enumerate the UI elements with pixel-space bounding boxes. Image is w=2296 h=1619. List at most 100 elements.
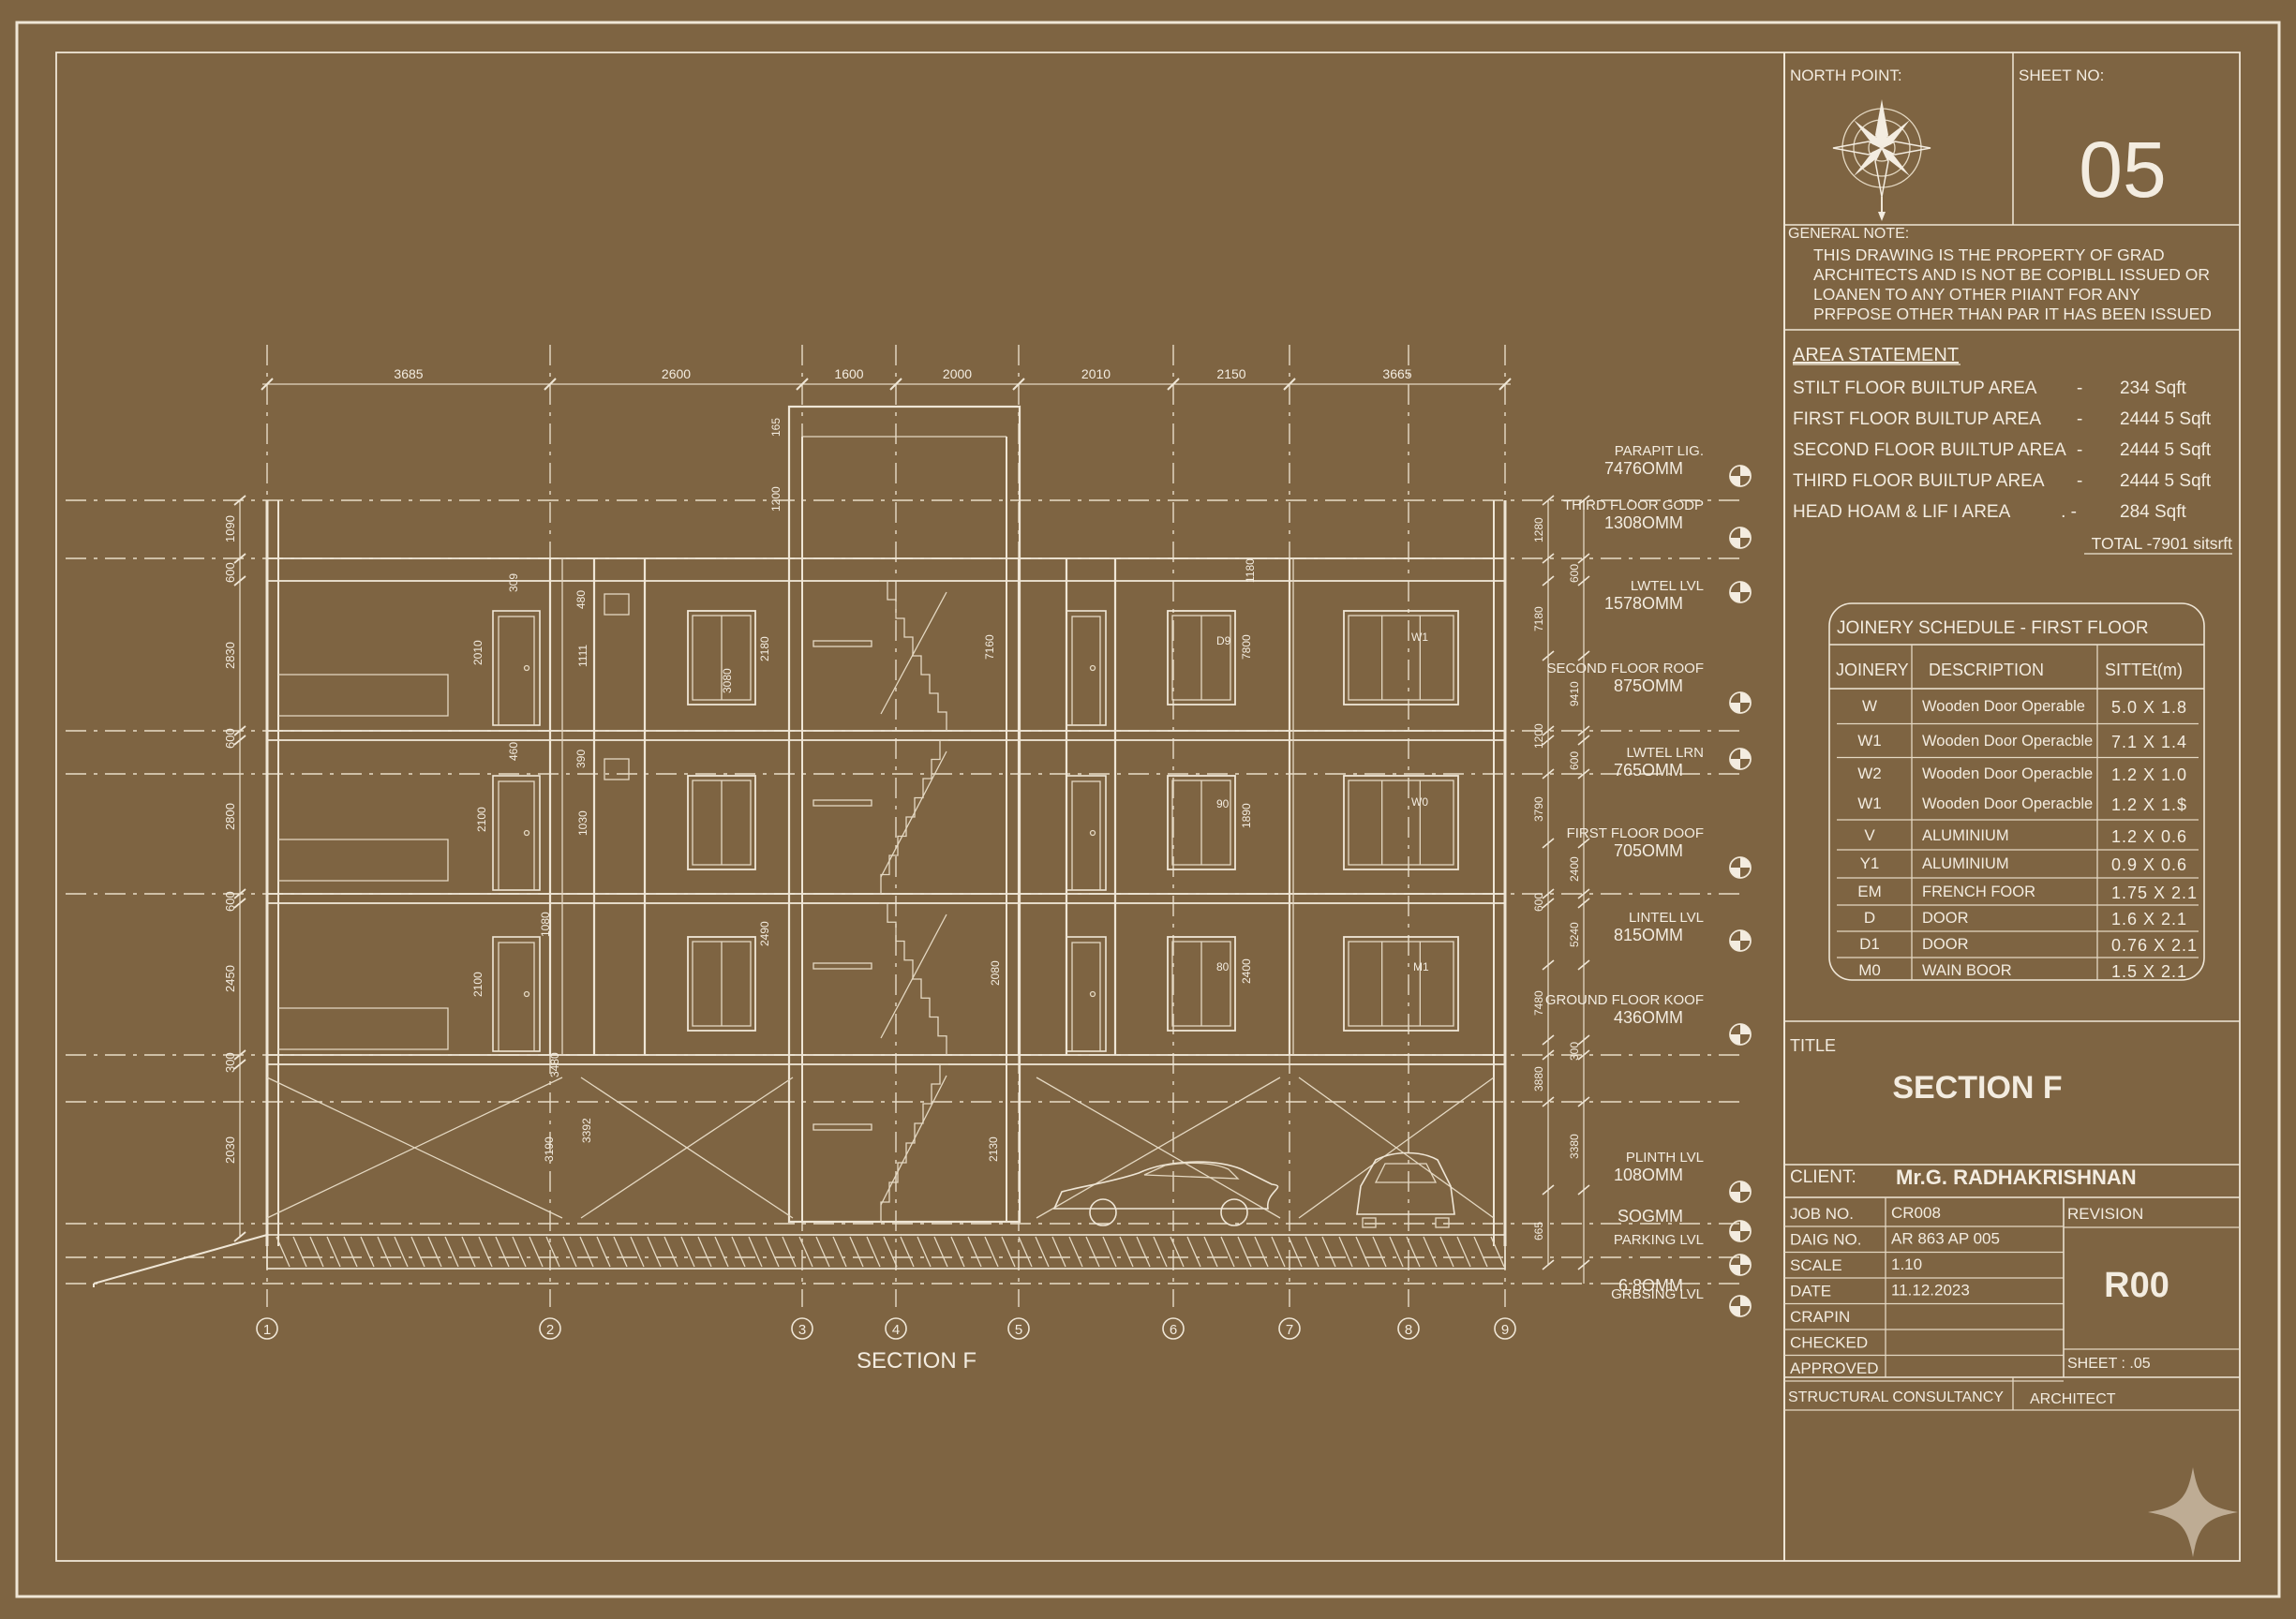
marker-fill — [1740, 1024, 1751, 1034]
marker-fill — [1730, 1192, 1740, 1202]
client-name: Mr.G. RADHAKRISHNAN — [1896, 1166, 2137, 1189]
grid-label: 5 — [1015, 1322, 1022, 1338]
dimension-tick — [1577, 575, 1590, 587]
north-point-label: NORTH POINT: — [1790, 67, 1902, 84]
window-frame — [1343, 936, 1459, 1032]
field-label: JOB NO. — [1790, 1205, 1854, 1223]
dimension-tick — [1542, 1034, 1555, 1046]
marker-fill — [1730, 1306, 1740, 1316]
marker-fill — [1740, 1255, 1751, 1265]
plinth-hatch — [276, 1236, 291, 1268]
plinth-hatch — [900, 1236, 915, 1268]
joinery-code: W1 — [1857, 732, 1882, 750]
dimension-label: 5240 — [1568, 922, 1581, 947]
level-value: 436OMM — [1614, 1008, 1683, 1027]
dimension-label: 2830 — [223, 642, 237, 669]
dimension-label: 3685 — [394, 366, 423, 381]
dimension-tick — [1167, 378, 1180, 391]
level-value: 1308OMM — [1604, 513, 1683, 532]
plinth-hatch — [933, 1236, 948, 1268]
plinth-hatch — [613, 1236, 628, 1268]
joinery-description: DOOR — [1922, 936, 1969, 953]
dimension-tick — [1542, 495, 1555, 506]
window — [1343, 610, 1459, 706]
marker-fill — [1730, 1265, 1740, 1275]
room-tag: 1890 — [1240, 803, 1253, 828]
dimension-tick — [544, 378, 557, 391]
level-name: LWTEL LVL — [1631, 578, 1704, 594]
dimension-tick — [1577, 838, 1590, 849]
dimension-tick — [1498, 378, 1512, 391]
plinth-hatch — [579, 1236, 594, 1268]
plinth-hatch — [663, 1236, 678, 1268]
title-label: TITLE — [1790, 1036, 1836, 1055]
plinth-hatch — [495, 1236, 510, 1268]
area-row-sep: - — [2077, 471, 2082, 491]
window-frame — [687, 610, 756, 706]
dimension-tick — [1577, 888, 1590, 899]
plinth-hatch — [1372, 1236, 1387, 1268]
general-note-line: ARCHITECTS AND IS NOT BE COPIBLL ISSUED … — [1813, 265, 2210, 284]
plinth-hatch — [647, 1236, 662, 1268]
dimension-tick — [233, 1059, 246, 1070]
joinery-code: W1 — [1857, 795, 1882, 812]
level-value: 765OMM — [1614, 761, 1683, 780]
marker-fill — [1740, 466, 1751, 476]
dimension-tick — [261, 378, 274, 391]
door-knob — [523, 990, 530, 998]
level-marker-icon — [1729, 929, 1752, 952]
grid-bubble — [539, 1317, 561, 1340]
joinery-description: Wooden Door Operacble — [1922, 765, 2093, 782]
dimension-tick — [1542, 898, 1555, 909]
window — [1167, 936, 1236, 1032]
level-marker-icon — [1729, 465, 1752, 487]
dimension-label: 7480 — [1532, 990, 1545, 1016]
dimension-tick — [1542, 1096, 1555, 1107]
joinery-size: 7.1 X 1.4 — [2111, 733, 2187, 751]
level-name: PARAPIT LIG. — [1615, 443, 1704, 459]
plinth-hatch — [309, 1236, 324, 1268]
plinth-hatch — [394, 1236, 409, 1268]
general-note-line: PRFPOSE OTHER THAN PAR IT HAS BEEN ISSUE… — [1813, 304, 2212, 323]
level-marker-icon — [1729, 1181, 1752, 1203]
plinth-hatch — [1254, 1236, 1269, 1268]
window-frame — [687, 936, 756, 1032]
dimension-tick — [1577, 495, 1590, 506]
level-value: 1578OMM — [1604, 594, 1683, 613]
room-tag: 1111 — [576, 645, 589, 667]
joinery-description: WAIN BOOR — [1922, 962, 2012, 979]
joinery-code: EM — [1857, 883, 1882, 900]
window-frame — [1343, 610, 1459, 706]
joinery-header-desc: DESCRIPTION — [1929, 661, 2044, 679]
dimension-label: 165 — [769, 418, 783, 437]
dimension-tick — [889, 378, 902, 391]
plinth-hatch — [1001, 1236, 1016, 1268]
vent — [604, 758, 630, 780]
door-knob — [523, 829, 530, 837]
plinth-hatch — [545, 1236, 560, 1268]
plinth-hatch — [461, 1236, 476, 1268]
dimension-label: 3380 — [1568, 1134, 1581, 1159]
plinth-hatch — [360, 1236, 375, 1268]
plinth-hatch — [1035, 1236, 1050, 1268]
dimension-label: 1600 — [834, 366, 863, 381]
room-tag: W1 — [1411, 631, 1428, 644]
marker-fill — [1730, 1034, 1740, 1045]
plinth-hatch — [1186, 1236, 1201, 1268]
architect-label: ARCHITECT — [2030, 1391, 2116, 1407]
room-tag: 3480 — [548, 1052, 561, 1077]
door — [1066, 610, 1107, 726]
inner-border — [55, 52, 2241, 1562]
car-tyre — [1435, 1217, 1450, 1228]
level-name: PARKING LVL — [1614, 1232, 1704, 1248]
plinth-hatch — [410, 1236, 425, 1268]
dimension-label: 2800 — [223, 803, 237, 830]
window-frame — [1343, 775, 1459, 870]
grid-label: 3 — [798, 1322, 806, 1338]
area-row-label: STILT FLOOR BUILTUP AREA — [1793, 379, 2037, 398]
dimension-tick — [1577, 1096, 1590, 1107]
staircase — [813, 580, 948, 1222]
area-row-value: 2444 5 Sqft — [2120, 471, 2212, 491]
room-tag: 1030 — [576, 810, 589, 836]
